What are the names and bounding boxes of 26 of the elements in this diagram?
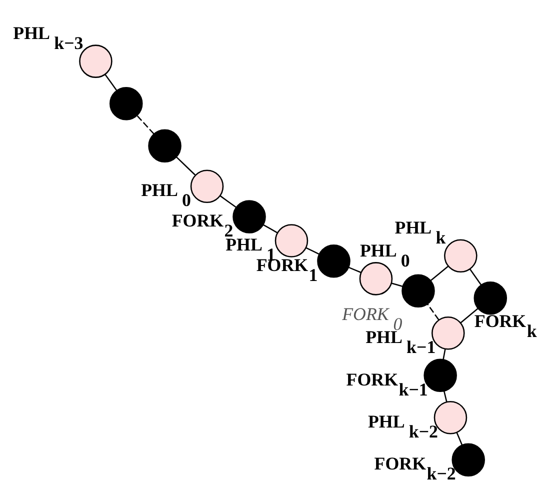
node-circle xyxy=(402,274,435,308)
node-circle xyxy=(274,224,308,257)
connector xyxy=(430,265,449,281)
connector xyxy=(443,390,448,402)
connector xyxy=(306,246,320,254)
connector xyxy=(136,114,154,134)
connector xyxy=(469,268,482,285)
connector xyxy=(427,303,440,320)
node-circle xyxy=(424,358,457,392)
node-circle xyxy=(359,262,393,295)
connector xyxy=(391,282,403,286)
node-circle xyxy=(190,169,224,202)
connector xyxy=(220,194,236,208)
node-circle xyxy=(148,128,182,162)
connector xyxy=(442,348,446,360)
connector xyxy=(456,432,463,445)
node-circle xyxy=(444,238,478,272)
connector xyxy=(460,308,478,323)
connector xyxy=(176,156,196,175)
node-circle xyxy=(110,86,143,120)
node-circle xyxy=(317,244,350,278)
connector xyxy=(263,224,278,233)
connector xyxy=(348,266,361,272)
node-circle xyxy=(474,281,508,314)
node-circle xyxy=(232,200,266,233)
connector xyxy=(104,74,118,90)
